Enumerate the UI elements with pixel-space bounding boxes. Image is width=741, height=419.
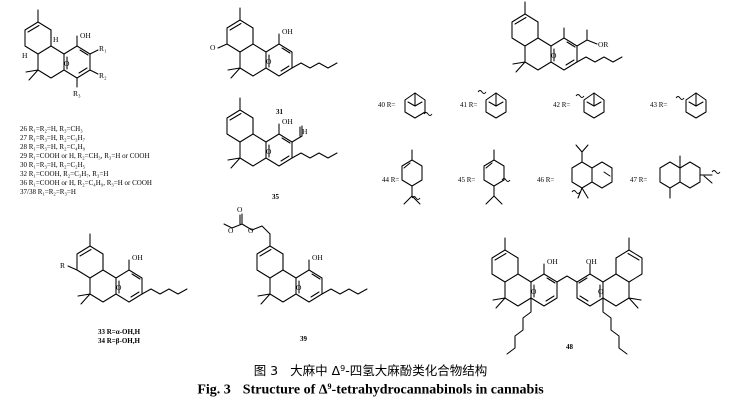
series-line: 32 R₁=COOH, R₂=C₃H₇, R₃=H — [20, 170, 108, 178]
atom-r3: R₃ — [73, 89, 81, 98]
atom-o: O — [296, 283, 302, 292]
r-group-41: 41 R= — [460, 90, 507, 119]
r-group-label-47: 47 R= — [630, 176, 647, 184]
caption-en-pre: Structure of Δ — [242, 382, 328, 398]
atom-oh-right: OH — [586, 257, 597, 266]
r-group-43: 43 R= — [650, 92, 707, 119]
caption-en-post: -tetrahydrocannabinols in cannabis — [331, 382, 544, 398]
r-group-label-42: 42 R= — [553, 101, 570, 109]
atom-o: O — [116, 283, 122, 292]
r-group-40: 40 R= — [378, 92, 433, 119]
atom-h-aldehyde: H — [302, 127, 308, 136]
r-group-label-40: 40 R= — [378, 101, 395, 109]
r-group-label-45: 45 R= — [458, 176, 475, 184]
r-group-label-43: 43 R= — [650, 101, 667, 109]
compound-label-34: 34 R=β-OH,H — [98, 337, 140, 345]
series-line: 37/38 R₁=R₂=R₃=H — [20, 188, 76, 196]
atom-oh: OH — [132, 253, 143, 262]
caption-cn-post: -四氢大麻酚类化合物结构 — [345, 363, 488, 378]
atom-or: OR — [598, 40, 608, 49]
atom-oh: OH — [282, 117, 293, 126]
r-group-47: 47 R= — [630, 155, 721, 199]
atom-o: O — [551, 51, 557, 60]
caption-cn-label: 图 3 — [253, 363, 279, 378]
r-group-44: 44 R= — [382, 149, 423, 205]
structure-48: OH O OH O 48 — [491, 237, 643, 355]
atom-o-right: O — [598, 287, 604, 296]
figure-caption-cn: 图 3 大麻中 Δ9-四氢大麻酚类化合物结构 — [0, 360, 741, 379]
atom-r2: R₂ — [99, 71, 107, 80]
r-group-46: 46 R= — [537, 144, 613, 199]
series-line: 27 R₁=R₃=H, R₂=C₃H₇ — [20, 134, 86, 142]
series-26-38-list: 26 R₁=R₂=H, R₃=CH₃ 27 R₁=R₃=H, R₂=C₃H₇ 2… — [20, 125, 152, 196]
atom-oh: OH — [80, 31, 91, 40]
atom-oh: OH — [312, 253, 323, 262]
caption-en-sup: 9 — [327, 382, 332, 391]
compound-label-35: 35 — [272, 193, 280, 201]
compound-label-48: 48 — [566, 343, 574, 351]
atom-o: O — [266, 147, 272, 156]
atom-h-upper: H — [53, 35, 59, 44]
series-line: 30 R₁=R₃=H, R₂=C₂H₅ — [20, 161, 86, 169]
r-group-label-44: 44 R= — [382, 176, 399, 184]
atom-o-ketone: O — [210, 43, 216, 52]
compound-label-31: 31 — [276, 108, 284, 116]
atom-o-carbonyl: O — [237, 205, 243, 214]
atom-h-lower: H — [22, 51, 28, 60]
atom-o-ether-1: O — [248, 226, 254, 235]
structure-33-34: R OH O 33 R=α-OH,H 34 R=β-OH,H — [60, 233, 188, 345]
atom-r: R — [60, 261, 65, 270]
r-group-42: 42 R= — [553, 92, 605, 119]
atom-r1: R₁ — [99, 44, 107, 53]
structure-35: H OH O 35 — [226, 97, 338, 201]
atom-oh: OH — [282, 27, 293, 36]
atom-o-left: O — [531, 287, 537, 296]
atom-oh-left: OH — [547, 257, 558, 266]
caption-cn-sup: 9 — [340, 363, 346, 373]
compound-label-33: 33 R=α-OH,H — [98, 328, 141, 336]
r-group-label-46: 46 R= — [537, 176, 554, 184]
structure-39: O O O OH O 39 — [223, 205, 368, 343]
structure-ester-core: OR O — [511, 1, 623, 73]
caption-en-label: Fig. 3 — [197, 382, 231, 398]
atom-o: O — [266, 57, 272, 66]
series-line: 26 R₁=R₂=H, R₃=CH₃ — [20, 125, 83, 133]
figure-caption-en: Fig. 3 Structure of Δ9-tetrahydrocannabin… — [0, 381, 741, 399]
compound-label-39: 39 — [300, 335, 308, 343]
atom-o: O — [64, 59, 70, 68]
structure-generic-core: OH O H H R₁ R₂ R₃ — [22, 9, 107, 98]
atom-o-ether-2: O — [228, 226, 234, 235]
r-group-label-41: 41 R= — [460, 101, 477, 109]
structure-31: O OH O 31 — [210, 7, 338, 116]
caption-cn-pre: 大麻中 Δ — [290, 363, 341, 378]
series-line: 36 R₁=COOH or H, R₂=C₄H₉, R₃=H or COOH — [20, 179, 152, 187]
series-line: 28 R₁=R₃=H, R₂=C₄H₉ — [20, 143, 86, 151]
series-line: 29 R₁=COOH or H, R₂=CH₃, R₃=H or COOH — [20, 152, 150, 160]
r-group-45: 45 R= — [458, 149, 511, 205]
